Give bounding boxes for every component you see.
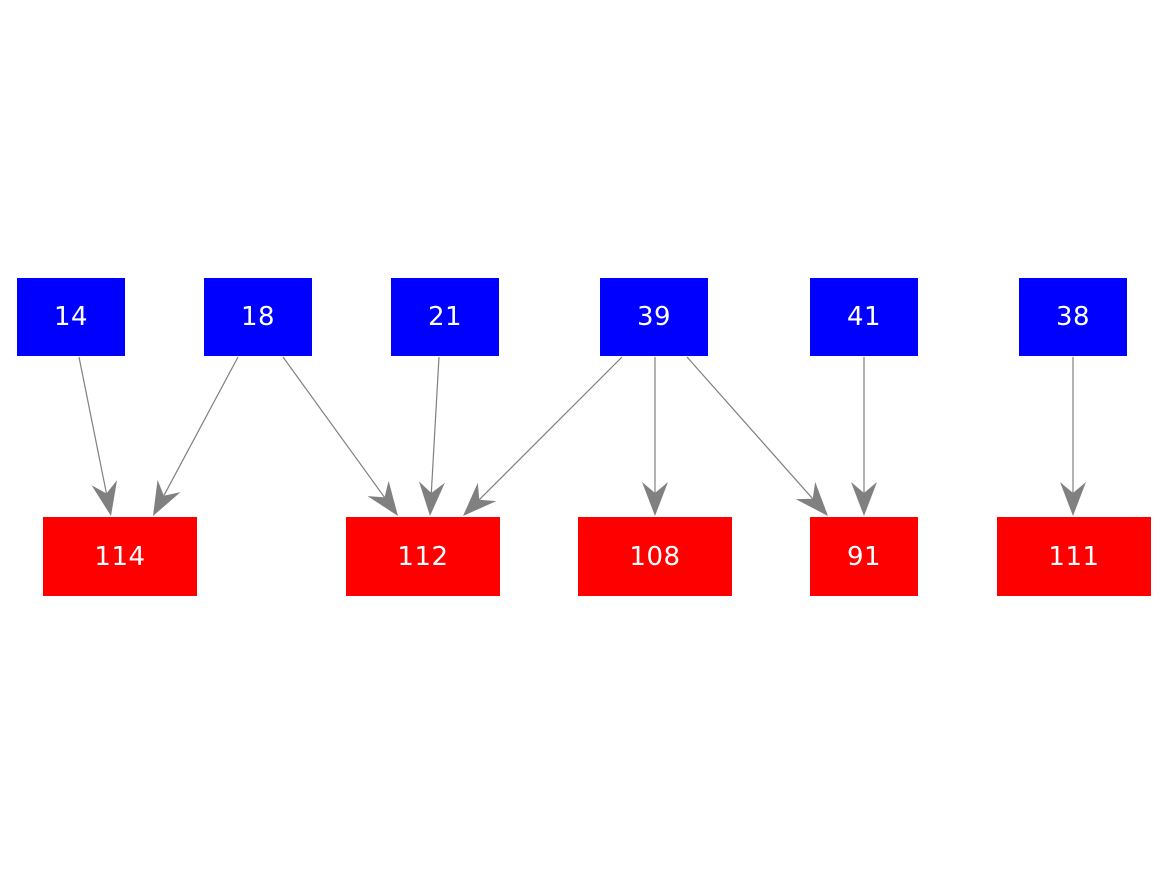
target-node-111[interactable]: 111 — [997, 517, 1151, 596]
graph-edge — [153, 356, 239, 516]
target-node-114[interactable]: 114 — [43, 517, 197, 596]
edge-arrowhead-icon — [418, 481, 445, 516]
target-node-91[interactable]: 91 — [810, 517, 918, 596]
node-label: 112 — [397, 541, 449, 572]
edge-arrowhead-icon — [1060, 482, 1086, 516]
graph-edge — [851, 357, 877, 516]
edge-arrowhead-icon — [463, 482, 497, 516]
graph-edge — [418, 356, 445, 516]
edge-arrowhead-icon — [153, 479, 181, 516]
target-node-112[interactable]: 112 — [346, 517, 500, 596]
target-node-108[interactable]: 108 — [578, 517, 732, 596]
graph-edge — [78, 356, 118, 516]
node-label: 14 — [53, 302, 89, 332]
edge-line — [78, 356, 108, 494]
source-node-18[interactable]: 18 — [204, 278, 312, 356]
node-label: 38 — [1055, 302, 1091, 332]
source-node-38[interactable]: 38 — [1019, 278, 1127, 356]
edge-line — [282, 356, 386, 498]
node-label: 114 — [94, 541, 146, 572]
graph-edge — [1060, 357, 1086, 516]
source-node-14[interactable]: 14 — [17, 278, 125, 356]
edge-arrowhead-icon — [91, 480, 118, 516]
node-label: 41 — [846, 302, 882, 332]
node-label: 39 — [636, 302, 672, 332]
edge-line — [430, 356, 440, 494]
edge-arrowhead-icon — [851, 482, 877, 516]
graph-edge — [642, 357, 668, 516]
source-node-21[interactable]: 21 — [391, 278, 499, 356]
node-label: 91 — [846, 541, 882, 572]
edge-arrowhead-icon — [795, 481, 828, 516]
node-label: 108 — [629, 541, 681, 572]
node-label: 21 — [427, 302, 463, 332]
edge-line — [686, 356, 814, 500]
source-node-41[interactable]: 41 — [810, 278, 918, 356]
graph-edge — [686, 356, 828, 516]
graph-edge — [463, 356, 623, 516]
graph-edge — [282, 356, 398, 516]
edge-line — [478, 356, 623, 501]
edge-arrowhead-icon — [642, 482, 668, 516]
source-node-39[interactable]: 39 — [600, 278, 708, 356]
node-label: 111 — [1048, 541, 1100, 572]
edge-line — [163, 356, 239, 496]
edge-arrowhead-icon — [367, 480, 398, 516]
node-label: 18 — [240, 302, 276, 332]
